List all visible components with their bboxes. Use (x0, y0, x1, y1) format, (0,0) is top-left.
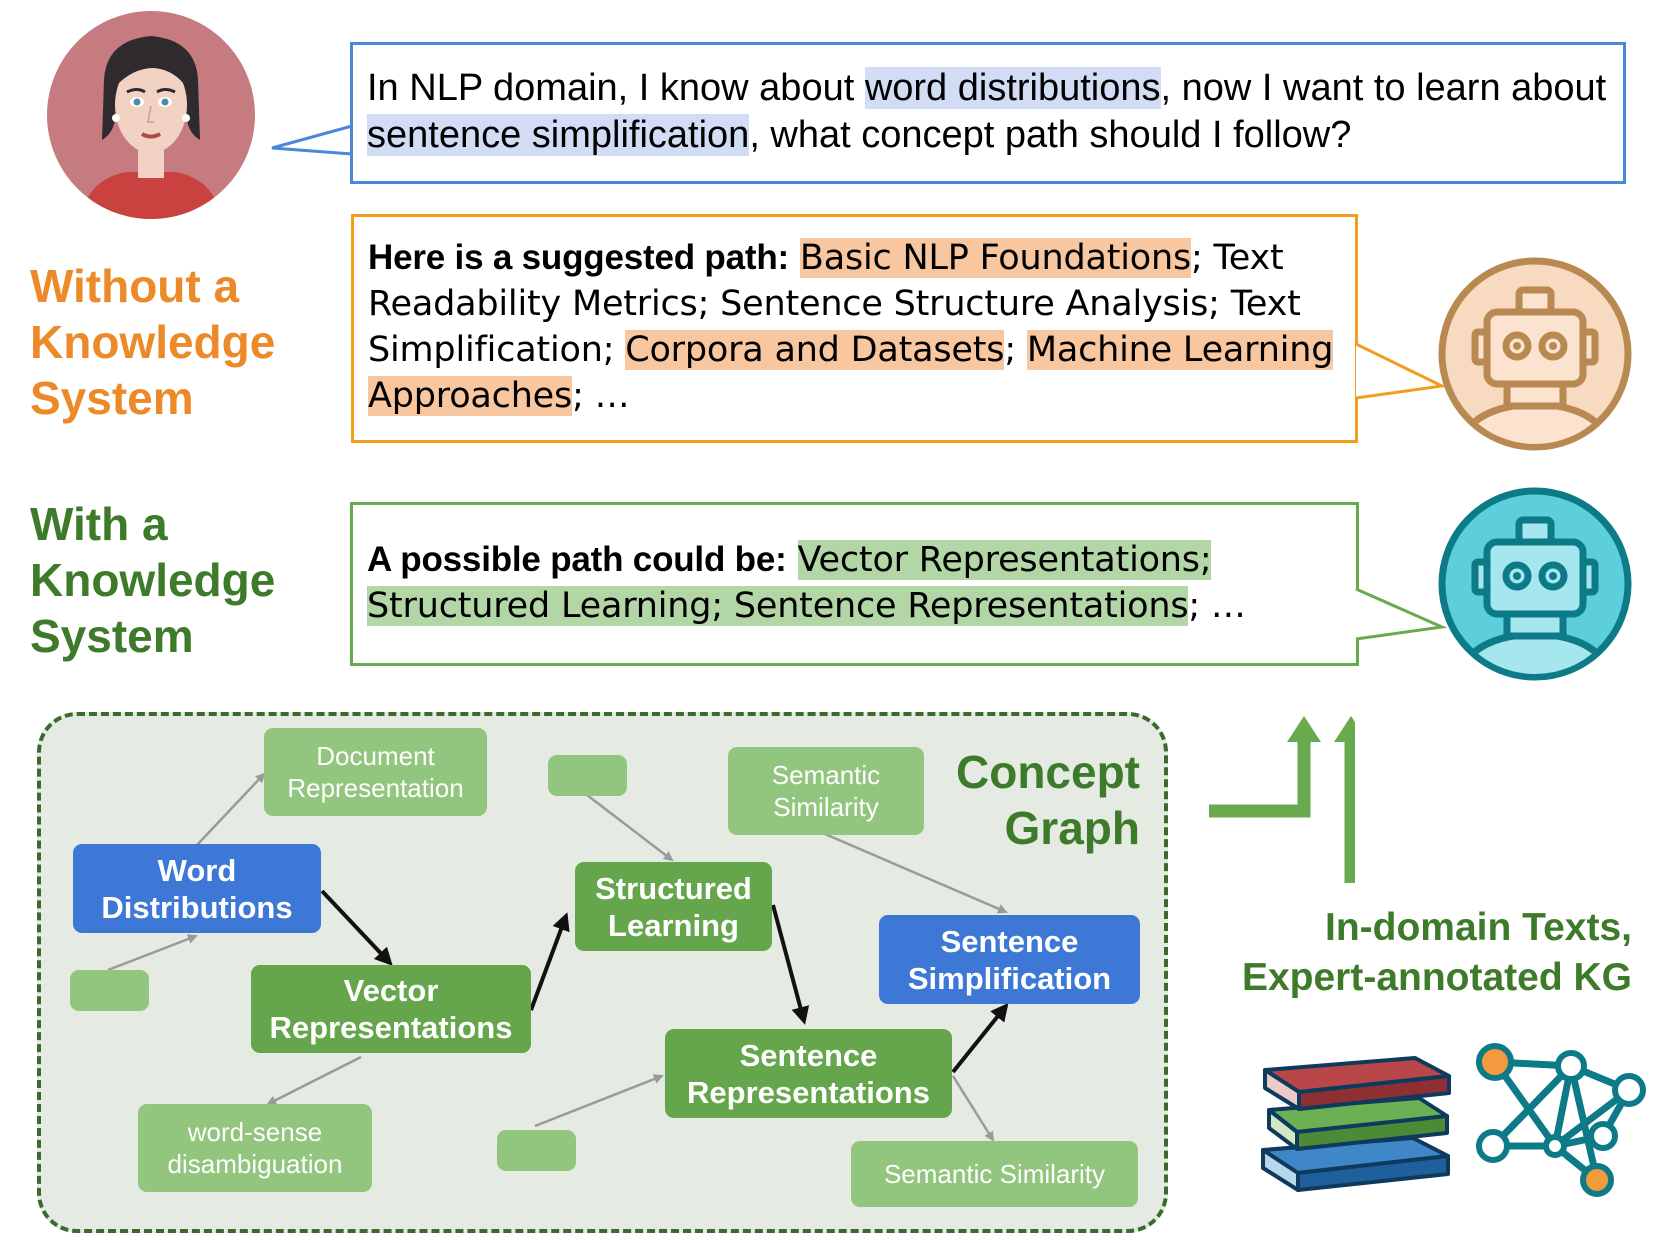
node-blank (548, 755, 627, 796)
path-step: Basic NLP Foundations (799, 238, 1191, 278)
answer-without-kg-text: Here is a suggested path: Basic NLP Foun… (368, 238, 1334, 416)
ellipsis: … (1210, 586, 1246, 626)
label-without-knowledge-system: Without a Knowledge System (30, 258, 340, 426)
source-label-line1: In-domain Texts, (1325, 906, 1632, 949)
robot-icon-orange (1438, 257, 1632, 451)
node-vector-representations: Vector Representations (251, 965, 531, 1053)
books-icon (1261, 1056, 1451, 1192)
node-semantic-similarity-top: Semantic Similarity (728, 747, 924, 835)
source-label-line2: Expert-annotated KG (1241, 956, 1632, 999)
graph-feed-arrows (1209, 716, 1355, 883)
node-sentence-representations: Sentence Representations (665, 1029, 952, 1118)
node-sentence-simplification: Sentence Simplification (879, 915, 1140, 1004)
path-step: Text Simplification (368, 284, 1301, 370)
path-step: Vector Representations (797, 540, 1200, 580)
label-with-text: With a Knowledge System (30, 498, 276, 662)
path-step: Text Readability Metrics (368, 238, 1284, 324)
answer-with-kg-bubble: A possible path could be: Vector Represe… (350, 502, 1359, 666)
node-semantic-similarity-bottom: Semantic Similarity (851, 1141, 1138, 1207)
answer-with-kg-text: A possible path could be: Vector Represe… (367, 540, 1246, 626)
robot-icon-teal (1438, 487, 1632, 681)
path-step: Sentence Representations (733, 586, 1189, 626)
question-text-start: In NLP domain, I know about (367, 67, 865, 109)
concept-graph-title: Concept Graph (956, 746, 1140, 854)
knowledge-graph-icon (1476, 1043, 1646, 1197)
label-with-knowledge-system: With a Knowledge System (30, 496, 340, 664)
node-blank (70, 970, 149, 1011)
answer-without-kg-lead: Here is a suggested path: (368, 238, 789, 277)
node-document-representation: Document Representation (264, 728, 487, 816)
path-step: Sentence Structure Analysis (720, 284, 1209, 324)
question-text-middle: , now I want to learn about (1160, 67, 1607, 109)
label-without-text: Without a Knowledge System (30, 260, 276, 424)
user-question-bubble: In NLP domain, I know about word distrib… (350, 42, 1626, 184)
robot-bubble-tail-orange (1355, 342, 1448, 400)
user-avatar (47, 11, 255, 219)
path-step: Corpora and Datasets (625, 330, 1005, 370)
node-structured-learning: Structured Learning (575, 862, 772, 951)
node-blank (497, 1130, 576, 1171)
question-highlight-known: word distributions (864, 67, 1161, 109)
path-step: Structured Learning (367, 586, 712, 626)
robot-bubble-tail-green (1355, 587, 1448, 641)
user-bubble-tail (271, 124, 353, 156)
source-label: In-domain Texts, Expert-annotated KG (1195, 903, 1632, 1003)
answer-with-kg-lead: A possible path could be: (367, 540, 787, 579)
node-word-distributions: Word Distributions (73, 844, 321, 933)
user-question-text: In NLP domain, I know about word distrib… (367, 65, 1609, 159)
question-highlight-target: sentence simplification (367, 114, 750, 156)
question-text-end: , what concept path should I follow? (749, 114, 1352, 156)
ellipsis: … (594, 376, 630, 416)
answer-without-kg-bubble: Here is a suggested path: Basic NLP Foun… (351, 214, 1358, 443)
node-word-sense-disambiguation: word-sense disambiguation (138, 1104, 372, 1192)
